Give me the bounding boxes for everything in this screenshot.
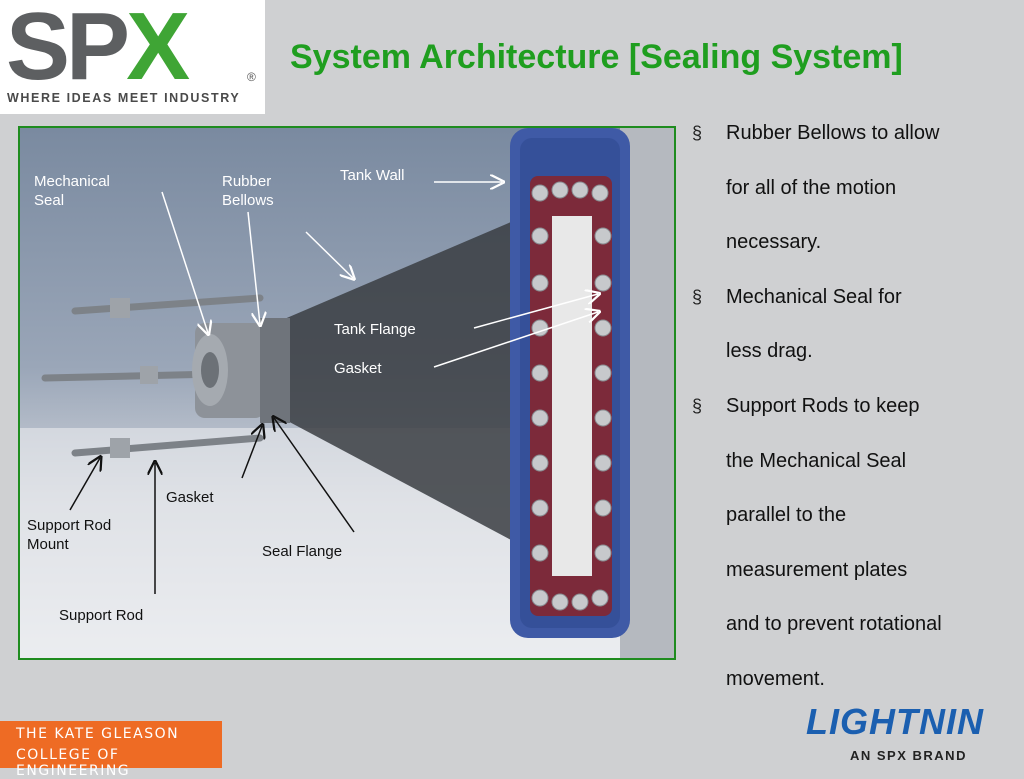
spx-tagline: WHERE IDEAS MEET INDUSTRY bbox=[7, 91, 241, 105]
bullet-line: Support Rods to keep bbox=[726, 394, 920, 417]
spx-logo: SPX ® WHERE IDEAS MEET INDUSTRY bbox=[0, 0, 265, 114]
lightnin-logo: LIGHTNIN bbox=[806, 701, 984, 742]
label-mechanical-seal: Mechanical Seal bbox=[34, 173, 110, 209]
label-gasket-lower: Gasket bbox=[166, 489, 214, 506]
bullet-line: Rubber Bellows to allow bbox=[726, 122, 940, 144]
lightnin-subtitle: AN SPX BRAND bbox=[850, 748, 967, 763]
cad-illustration bbox=[20, 128, 674, 658]
seal-flange-body bbox=[260, 318, 290, 423]
spx-logo-wordmark: SPX bbox=[6, 0, 190, 100]
bullet-list: § Rubber Bellows to allow for all of the… bbox=[692, 106, 1012, 707]
label-gasket-upper: Gasket bbox=[334, 360, 382, 377]
registered-mark: ® bbox=[247, 70, 256, 84]
bullet-line: movement. bbox=[726, 667, 825, 690]
bullet-marker: § bbox=[692, 123, 703, 143]
label-support-rod-mount: Support Rod Mount bbox=[27, 517, 112, 553]
bullet-line: less drag. bbox=[726, 340, 813, 363]
bullet-marker: § bbox=[692, 395, 703, 416]
kgce-logo: THE KATE GLEASON COLLEGE OF ENGINEERING bbox=[0, 721, 222, 779]
bullet-line: necessary. bbox=[726, 231, 822, 254]
bullet-item: § Rubber Bellows to allow for all of the… bbox=[692, 106, 1012, 270]
bullet-line: for all of the motion bbox=[726, 176, 897, 199]
bullet-item: § Mechanical Seal for less drag. bbox=[692, 270, 1012, 379]
label-seal-flange: Seal Flange bbox=[262, 543, 343, 560]
kgce-line2: COLLEGE OF ENGINEERING bbox=[16, 747, 131, 779]
label-support-rod: Support Rod bbox=[59, 607, 144, 624]
bullet-line: the Mechanical Seal bbox=[726, 449, 907, 472]
slide-title: System Architecture [Sealing System] bbox=[290, 38, 903, 76]
bullet-line: parallel to the bbox=[726, 504, 847, 527]
label-tank-flange: Tank Flange bbox=[334, 321, 416, 338]
sealing-system-figure: Mechanical Seal Rubber Bellows Tank Wall… bbox=[18, 126, 676, 660]
bullet-line: Mechanical Seal for bbox=[726, 285, 902, 308]
bullet-line: measurement plates bbox=[726, 558, 908, 581]
bullet-marker: § bbox=[692, 286, 703, 307]
label-rubber-bellows: Rubber Bellows bbox=[222, 173, 274, 209]
flange-opening bbox=[552, 216, 592, 576]
label-tank-wall: Tank Wall bbox=[340, 167, 405, 184]
bullet-item: § Support Rods to keep the Mechanical Se… bbox=[692, 379, 1012, 707]
kgce-line1: THE KATE GLEASON bbox=[16, 726, 180, 742]
support-rod-mounts bbox=[110, 298, 158, 458]
bullet-line: and to prevent rotational bbox=[726, 613, 942, 636]
